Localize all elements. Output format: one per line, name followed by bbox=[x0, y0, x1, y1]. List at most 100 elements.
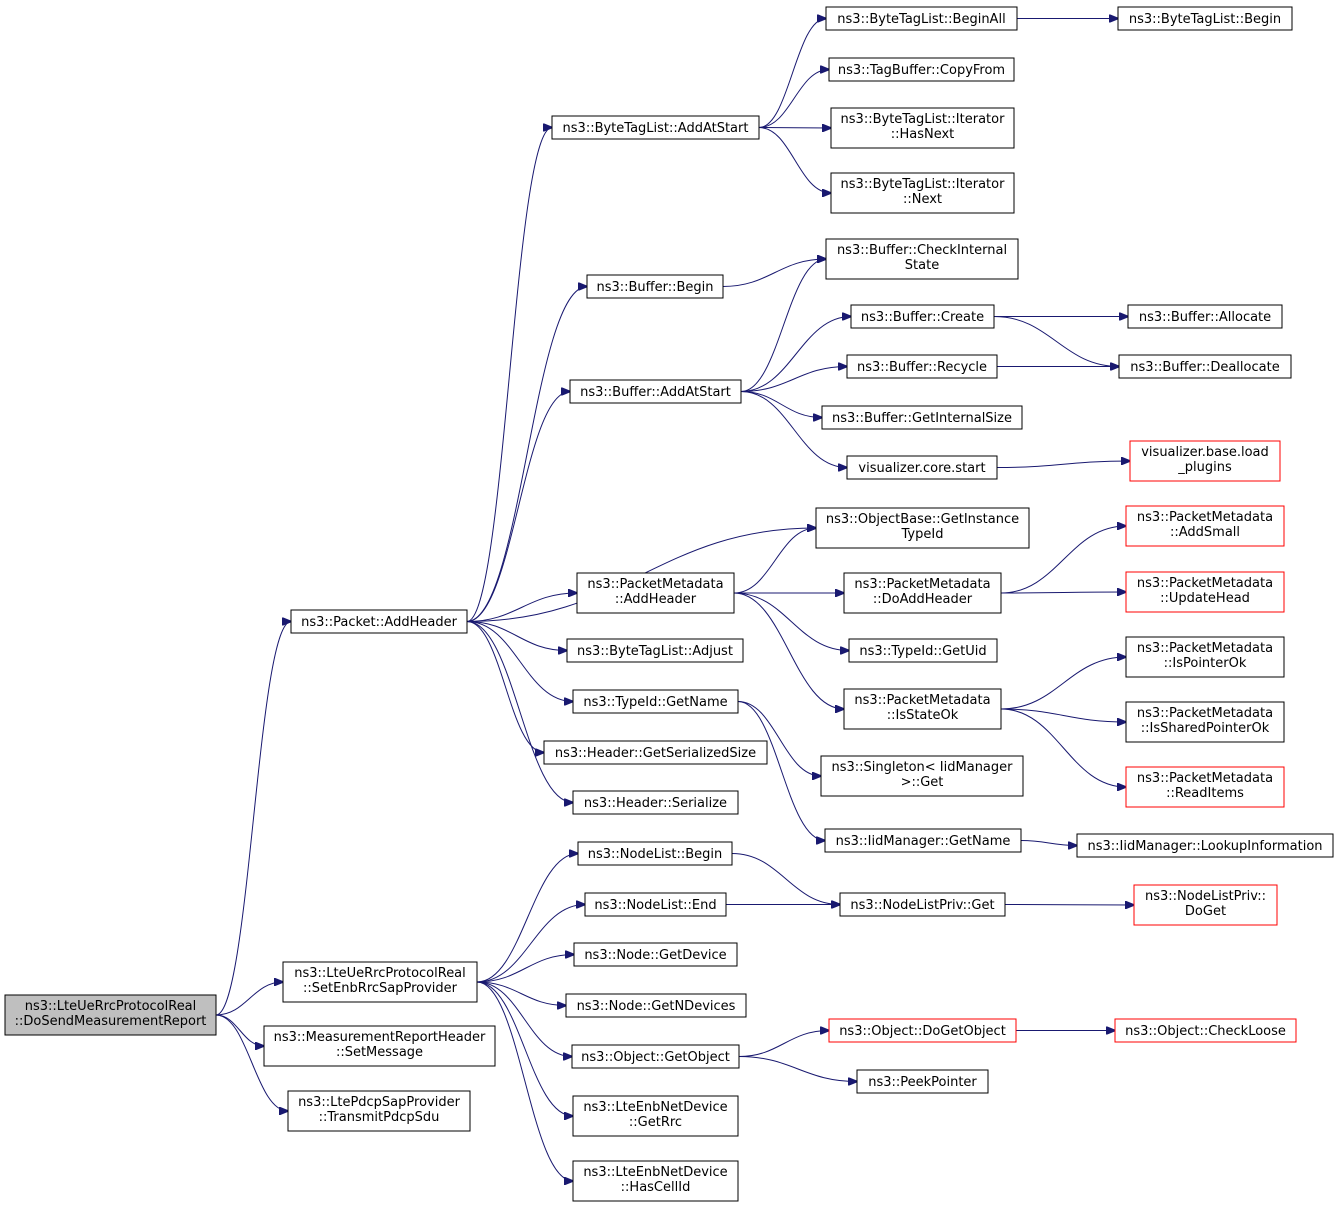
edge-root-to-setmsg bbox=[215, 1014, 264, 1046]
edge-buf_create-to-buf_deallocate bbox=[993, 316, 1119, 367]
node-label: ns3::LteUeRrcProtocolReal bbox=[25, 999, 197, 1014]
node-buf_recycle[interactable]: ns3::Buffer::Recycle bbox=[846, 354, 998, 379]
node-transmit[interactable]: ns3::LtePdcpSapProvider::TransmitPdcpSdu bbox=[287, 1090, 471, 1132]
node-enb_getrrc[interactable]: ns3::LteEnbNetDevice::GetRrc bbox=[572, 1095, 739, 1137]
node-box bbox=[551, 115, 760, 140]
node-pm_addsmall[interactable]: ns3::PacketMetadata::AddSmall bbox=[1125, 505, 1285, 547]
node-label: ns3::Buffer::Allocate bbox=[1139, 310, 1271, 325]
node-nlp_get[interactable]: ns3::NodeListPriv::Get bbox=[839, 892, 1006, 917]
node-typeid_getname[interactable]: ns3::TypeId::GetName bbox=[572, 689, 739, 714]
node-label: ns3::NodeListPriv::Get bbox=[850, 898, 994, 913]
node-addheader[interactable]: ns3::Packet::AddHeader bbox=[290, 609, 468, 634]
node-node_getndevices[interactable]: ns3::Node::GetNDevices bbox=[565, 993, 747, 1018]
node-box bbox=[830, 172, 1015, 214]
node-box bbox=[821, 405, 1023, 430]
node-buf_getinternalsize[interactable]: ns3::Buffer::GetInternalSize bbox=[821, 405, 1023, 430]
node-label: ns3::IidManager::GetName bbox=[836, 834, 1011, 849]
node-node_getdevice[interactable]: ns3::Node::GetDevice bbox=[573, 942, 738, 967]
node-singleton_get[interactable]: ns3::Singleton< IidManager>::Get bbox=[820, 755, 1024, 797]
node-btl_it_hasnext[interactable]: ns3::ByteTagList::Iterator::HasNext bbox=[830, 107, 1015, 149]
node-btl_addatstart[interactable]: ns3::ByteTagList::AddAtStart bbox=[551, 115, 760, 140]
edge-buf_begin-to-buf_checkinternal bbox=[722, 259, 826, 287]
node-label: ns3::Node::GetNDevices bbox=[577, 999, 736, 1014]
node-hdr_serialize[interactable]: ns3::Header::Serialize bbox=[572, 790, 739, 815]
node-pm_addheader[interactable]: ns3::PacketMetadata::AddHeader bbox=[576, 572, 735, 614]
node-pm_issharedpointerok[interactable]: ns3::PacketMetadata::IsSharedPointerOk bbox=[1125, 701, 1285, 743]
node-iid_lookupinfo[interactable]: ns3::IidManager::LookupInformation bbox=[1076, 833, 1334, 858]
edge-obj_getobject-to-peekpointer bbox=[738, 1056, 857, 1082]
node-peekpointer[interactable]: ns3::PeekPointer bbox=[856, 1069, 989, 1094]
node-box bbox=[825, 6, 1018, 31]
node-label: ns3::Header::GetSerializedSize bbox=[555, 746, 756, 761]
edge-root-to-transmit bbox=[215, 1014, 288, 1111]
node-btl_adjust[interactable]: ns3::ByteTagList::Adjust bbox=[566, 638, 744, 663]
edge-setenb-to-obj_getobject bbox=[476, 981, 572, 1057]
node-label: ns3::Object::CheckLoose bbox=[1125, 1024, 1286, 1039]
node-btl_begin[interactable]: ns3::ByteTagList::Begin bbox=[1117, 6, 1293, 31]
node-vis_load_plugins[interactable]: visualizer.base.load_plugins bbox=[1129, 440, 1281, 482]
node-buf_begin[interactable]: ns3::Buffer::Begin bbox=[586, 274, 724, 299]
node-btl_beginall[interactable]: ns3::ByteTagList::BeginAll bbox=[825, 6, 1018, 31]
node-box bbox=[856, 1069, 989, 1094]
node-box bbox=[4, 994, 217, 1036]
edge-addheader-to-typeid_getname bbox=[466, 621, 573, 702]
node-label: ::IsSharedPointerOk bbox=[1141, 721, 1270, 736]
edge-layer bbox=[215, 19, 1134, 1182]
node-iid_getname[interactable]: ns3::IidManager::GetName bbox=[824, 828, 1022, 853]
node-buf_allocate[interactable]: ns3::Buffer::Allocate bbox=[1127, 304, 1283, 329]
node-root[interactable]: ns3::LteUeRrcProtocolReal::DoSendMeasure… bbox=[4, 994, 217, 1036]
node-setmsg[interactable]: ns3::MeasurementReportHeader::SetMessage bbox=[263, 1025, 496, 1067]
node-btl_it_next[interactable]: ns3::ByteTagList::Iterator::Next bbox=[830, 172, 1015, 214]
node-label: ns3::LtePdcpSapProvider bbox=[298, 1095, 461, 1110]
node-box bbox=[584, 892, 727, 917]
node-box bbox=[566, 638, 744, 663]
node-obj_dogetobject[interactable]: ns3::Object::DoGetObject bbox=[828, 1018, 1017, 1043]
node-buf_deallocate[interactable]: ns3::Buffer::Deallocate bbox=[1118, 354, 1292, 379]
node-obj_checkloose[interactable]: ns3::Object::CheckLoose bbox=[1114, 1018, 1297, 1043]
node-label: ns3::PacketMetadata bbox=[1137, 641, 1273, 656]
node-label: ::SetEnbRrcSapProvider bbox=[303, 981, 458, 996]
node-buf_create[interactable]: ns3::Buffer::Create bbox=[850, 304, 995, 329]
node-nlp_doget[interactable]: ns3::NodeListPriv::DoGet bbox=[1133, 884, 1278, 926]
node-box bbox=[824, 828, 1022, 853]
node-pm_isstateok[interactable]: ns3::PacketMetadata::IsStateOk bbox=[843, 688, 1002, 730]
node-pm_readitems[interactable]: ns3::PacketMetadata::ReadItems bbox=[1125, 766, 1285, 808]
node-label: ns3::ByteTagList::Iterator bbox=[841, 177, 1006, 192]
node-label: ns3::PeekPointer bbox=[868, 1075, 977, 1090]
node-label: ns3::Object::GetObject bbox=[581, 1050, 730, 1065]
node-label: ns3::PacketMetadata bbox=[854, 577, 990, 592]
node-box bbox=[843, 688, 1002, 730]
node-pm_doaddheader[interactable]: ns3::PacketMetadata::DoAddHeader bbox=[843, 572, 1002, 614]
node-label: ns3::Buffer::GetInternalSize bbox=[832, 411, 1012, 426]
node-label: visualizer.base.load bbox=[1141, 445, 1269, 460]
node-setenb[interactable]: ns3::LteUeRrcProtocolReal::SetEnbRrcSapP… bbox=[282, 961, 478, 1003]
node-vis_core_start[interactable]: visualizer.core.start bbox=[846, 455, 998, 480]
node-hdr_size[interactable]: ns3::Header::GetSerializedSize bbox=[543, 740, 768, 765]
edge-root-to-setenb bbox=[215, 982, 283, 1016]
node-box bbox=[572, 689, 739, 714]
node-box bbox=[825, 238, 1019, 280]
node-typeid_getuid[interactable]: ns3::TypeId::GetUid bbox=[848, 638, 998, 663]
node-box bbox=[263, 1025, 496, 1067]
node-box bbox=[576, 572, 735, 614]
node-enb_hascellid[interactable]: ns3::LteEnbNetDevice::HasCellId bbox=[572, 1160, 739, 1202]
node-pm_updatehead[interactable]: ns3::PacketMetadata::UpdateHead bbox=[1125, 571, 1285, 613]
node-box bbox=[572, 1095, 739, 1137]
edge-setenb-to-node_getndevices bbox=[476, 981, 566, 1006]
node-pm_ispointerok[interactable]: ns3::PacketMetadata::IsPointerOk bbox=[1125, 636, 1285, 678]
edge-pm_isstateok-to-pm_issharedpointerok bbox=[1000, 708, 1126, 722]
node-box bbox=[820, 755, 1024, 797]
node-label: ::AddHeader bbox=[615, 592, 697, 607]
node-label: ::UpdateHead bbox=[1160, 591, 1250, 606]
node-nl_end[interactable]: ns3::NodeList::End bbox=[584, 892, 727, 917]
node-label: ns3::LteEnbNetDevice bbox=[583, 1165, 727, 1180]
node-label: ns3::Buffer::CheckInternal bbox=[837, 243, 1007, 258]
node-box bbox=[1125, 766, 1285, 808]
node-label: ::AddSmall bbox=[1170, 525, 1240, 540]
node-obj_getobject[interactable]: ns3::Object::GetObject bbox=[571, 1044, 740, 1069]
node-nl_begin[interactable]: ns3::NodeList::Begin bbox=[577, 841, 733, 866]
node-tb_copyfrom[interactable]: ns3::TagBuffer::CopyFrom bbox=[828, 57, 1015, 82]
node-buf_addatstart[interactable]: ns3::Buffer::AddAtStart bbox=[569, 379, 742, 404]
